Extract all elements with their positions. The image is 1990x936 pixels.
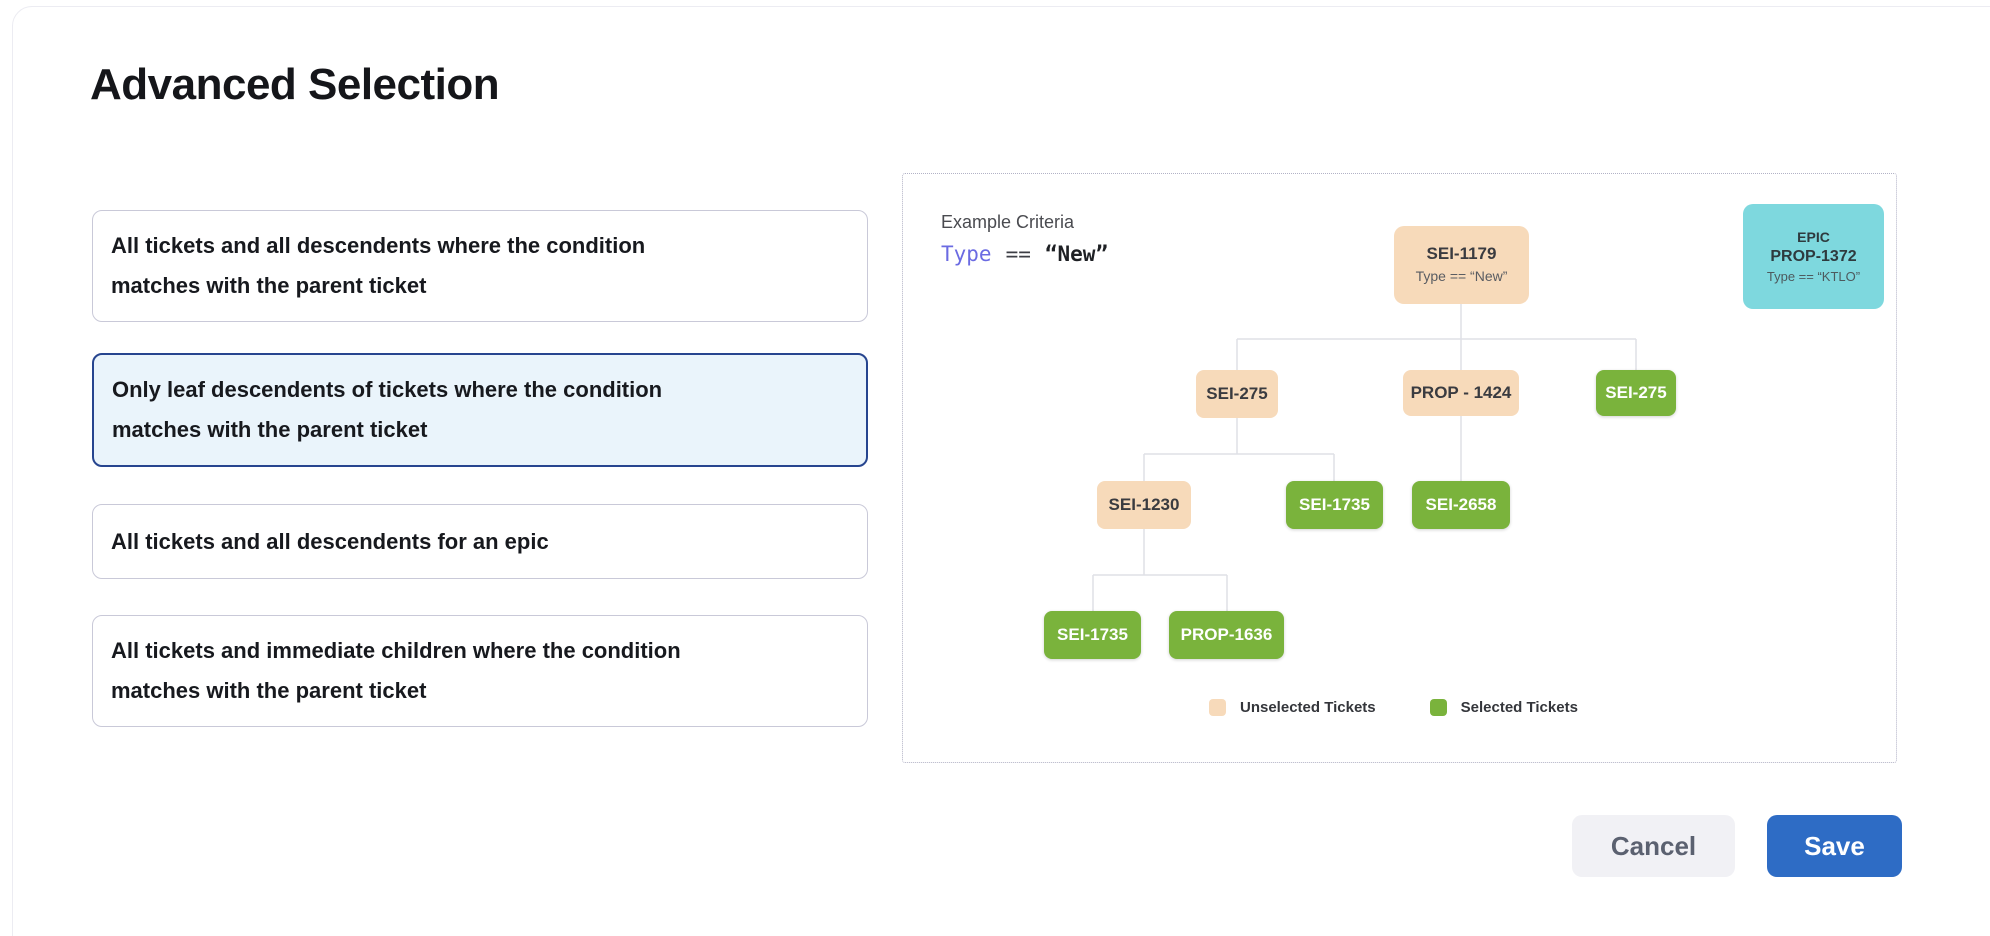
option-label: All tickets and all descendents where th… [111, 233, 646, 298]
ticket-id: PROP-1636 [1180, 624, 1273, 644]
ticket-node: PROP-1636 [1169, 611, 1284, 659]
ticket-node: PROP - 1424 [1403, 370, 1519, 416]
legend-label: Selected Tickets [1460, 699, 1578, 716]
legend: Unselected Tickets Selected Tickets [1209, 699, 1578, 716]
criteria-field: Type [941, 242, 992, 266]
ticket-node-root: SEI-1179 Type == “New” [1394, 226, 1529, 304]
ticket-node: SEI-1230 [1097, 481, 1191, 529]
ticket-node: SEI-1735 [1044, 611, 1141, 659]
ticket-node: SEI-275 [1196, 370, 1278, 418]
epic-card: EPIC PROP-1372 Type == “KTLO” [1743, 204, 1884, 309]
ticket-id: SEI-1230 [1108, 494, 1180, 514]
unselected-ticket-swatch [1209, 699, 1226, 716]
epic-id: PROP-1372 [1770, 248, 1857, 265]
option-label: All tickets and all descendents for an e… [111, 528, 549, 554]
epic-condition: Type == “KTLO” [1766, 269, 1861, 284]
ticket-id: SEI-2658 [1425, 494, 1497, 514]
epic-type-label: EPIC [1797, 229, 1830, 245]
option-all-descendents[interactable]: All tickets and all descendents where th… [92, 210, 868, 322]
selected-ticket-swatch [1429, 699, 1447, 716]
ticket-node: SEI-2658 [1412, 481, 1510, 529]
legend-label: Unselected Tickets [1240, 699, 1376, 716]
option-leaf-descendents[interactable]: Only leaf descendents of tickets where t… [92, 353, 868, 467]
ticket-id: PROP - 1424 [1410, 382, 1512, 402]
ticket-node: SEI-275 [1596, 370, 1676, 416]
example-criteria-panel: Example Criteria Type == “New” SEI-1179 … [902, 173, 1897, 763]
ticket-id: SEI-275 [1605, 382, 1667, 402]
ticket-id: SEI-1735 [1057, 624, 1128, 644]
tree-connector-lines [1092, 304, 1637, 611]
option-label: All tickets and immediate children where… [111, 638, 681, 703]
ticket-condition: Type == “New” [1415, 267, 1508, 284]
criteria-value: “New” [1044, 242, 1109, 266]
option-epic-descendents[interactable]: All tickets and all descendents for an e… [92, 504, 868, 579]
ticket-node: SEI-1735 [1286, 481, 1383, 529]
save-button[interactable]: Save [1767, 815, 1902, 877]
ticket-id: SEI-275 [1206, 383, 1268, 403]
page-title: Advanced Selection [90, 60, 500, 109]
ticket-id: SEI-1179 [1426, 244, 1497, 264]
cancel-button[interactable]: Cancel [1572, 815, 1735, 877]
legend-item-selected: Selected Tickets [1429, 699, 1578, 716]
option-label: Only leaf descendents of tickets where t… [112, 377, 663, 442]
legend-item-unselected: Unselected Tickets [1209, 699, 1376, 716]
option-immediate-children[interactable]: All tickets and immediate children where… [92, 615, 868, 727]
example-criteria-heading: Example Criteria [941, 212, 1075, 232]
ticket-id: SEI-1735 [1299, 494, 1370, 514]
criteria-expression: Type == “New” [941, 242, 1108, 266]
criteria-operator: == [1005, 242, 1031, 266]
